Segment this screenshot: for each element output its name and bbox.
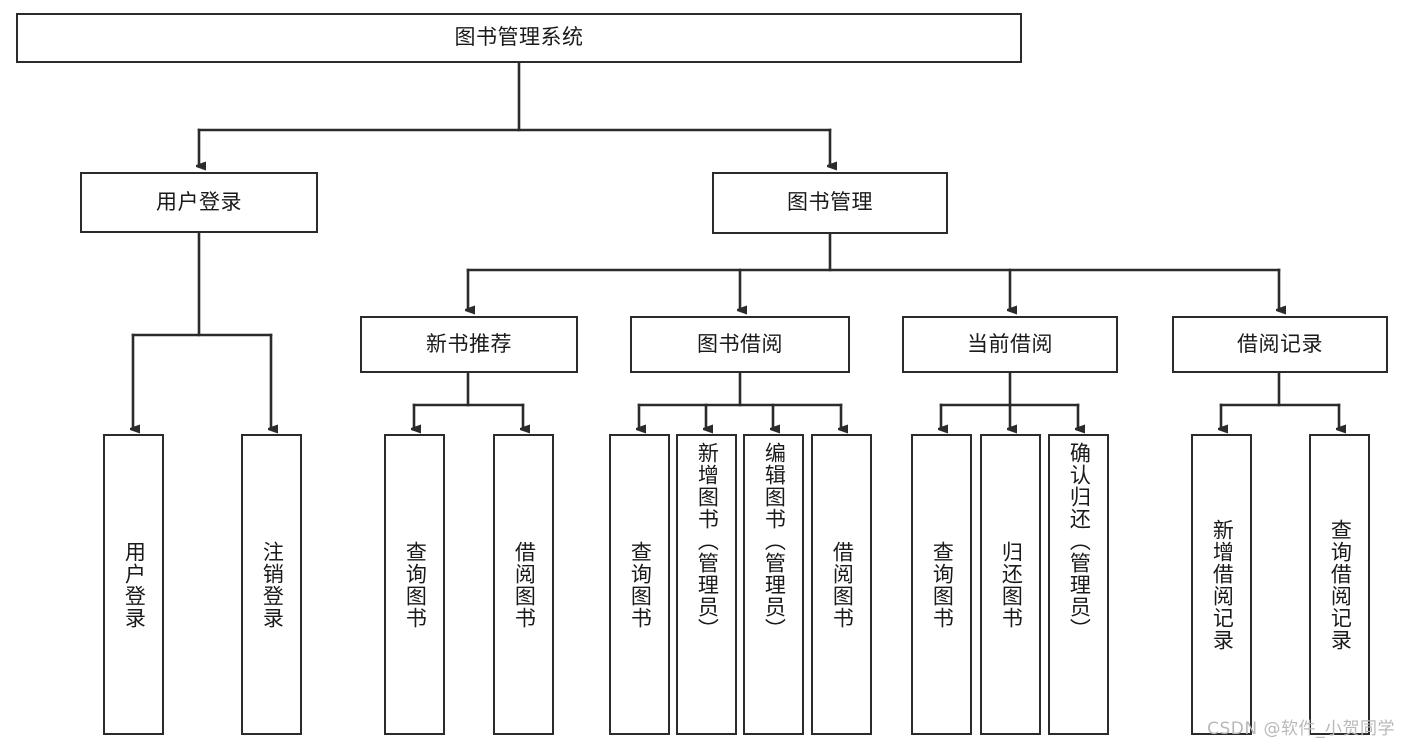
node-book-borrow[interactable]: 图书借阅 xyxy=(630,316,850,373)
node-book-management[interactable]: 图书管理 xyxy=(712,172,948,234)
node-label: 查询图书 xyxy=(628,540,653,629)
node-root-library-management-system[interactable]: 图书管理系统 xyxy=(16,13,1022,63)
node-new-book-recommend[interactable]: 新书推荐 xyxy=(360,316,578,373)
leaf-borrow-record-query-record[interactable]: 查询借阅记录 xyxy=(1309,434,1370,735)
leaf-borrow-record-add-record[interactable]: 新增借阅记录 xyxy=(1191,434,1252,735)
csdn-watermark: CSDN @软件_小贺同学 xyxy=(1207,719,1395,739)
node-label: 图书管理系统 xyxy=(454,25,584,50)
node-current-borrow[interactable]: 当前借阅 xyxy=(902,316,1118,373)
node-label: 归还图书 xyxy=(999,540,1024,629)
node-label: 当前借阅 xyxy=(967,331,1053,356)
node-user-login[interactable]: 用户登录 xyxy=(80,172,318,233)
node-label: 新增图书（管理员） xyxy=(695,442,720,640)
node-label: 查询图书 xyxy=(403,540,428,629)
node-label: 新书推荐 xyxy=(426,331,512,356)
leaf-new-book-borrow-book[interactable]: 借阅图书 xyxy=(493,434,554,735)
node-label: 确认归还（管理员） xyxy=(1067,442,1092,640)
node-label: 借阅记录 xyxy=(1237,331,1323,356)
node-label: 查询借阅记录 xyxy=(1328,518,1353,651)
leaf-new-book-query-book[interactable]: 查询图书 xyxy=(384,434,445,735)
node-label: 图书借阅 xyxy=(697,331,783,356)
leaf-user-login-logout[interactable]: 注销登录 xyxy=(241,434,302,735)
node-label: 编辑图书（管理员） xyxy=(762,442,787,640)
leaf-book-borrow-add-book-admin[interactable]: 新增图书（管理员） xyxy=(676,434,737,735)
node-label: 查询图书 xyxy=(930,540,955,629)
node-borrow-record[interactable]: 借阅记录 xyxy=(1172,316,1388,373)
node-label: 注销登录 xyxy=(260,540,285,629)
node-label: 新增借阅记录 xyxy=(1210,518,1235,651)
leaf-current-borrow-query-book[interactable]: 查询图书 xyxy=(911,434,972,735)
node-label: 图书管理 xyxy=(787,190,873,215)
leaf-book-borrow-edit-book-admin[interactable]: 编辑图书（管理员） xyxy=(743,434,804,735)
leaf-current-borrow-confirm-return-admin[interactable]: 确认归还（管理员） xyxy=(1048,434,1109,735)
node-label: 用户登录 xyxy=(156,189,242,214)
leaf-current-borrow-return-book[interactable]: 归还图书 xyxy=(980,434,1041,735)
leaf-book-borrow-borrow-book[interactable]: 借阅图书 xyxy=(811,434,872,735)
node-label: 借阅图书 xyxy=(512,540,537,629)
node-label: 借阅图书 xyxy=(830,540,855,629)
node-label: 用户登录 xyxy=(122,540,147,629)
leaf-book-borrow-query-book[interactable]: 查询图书 xyxy=(609,434,670,735)
leaf-user-login-login[interactable]: 用户登录 xyxy=(103,434,164,735)
